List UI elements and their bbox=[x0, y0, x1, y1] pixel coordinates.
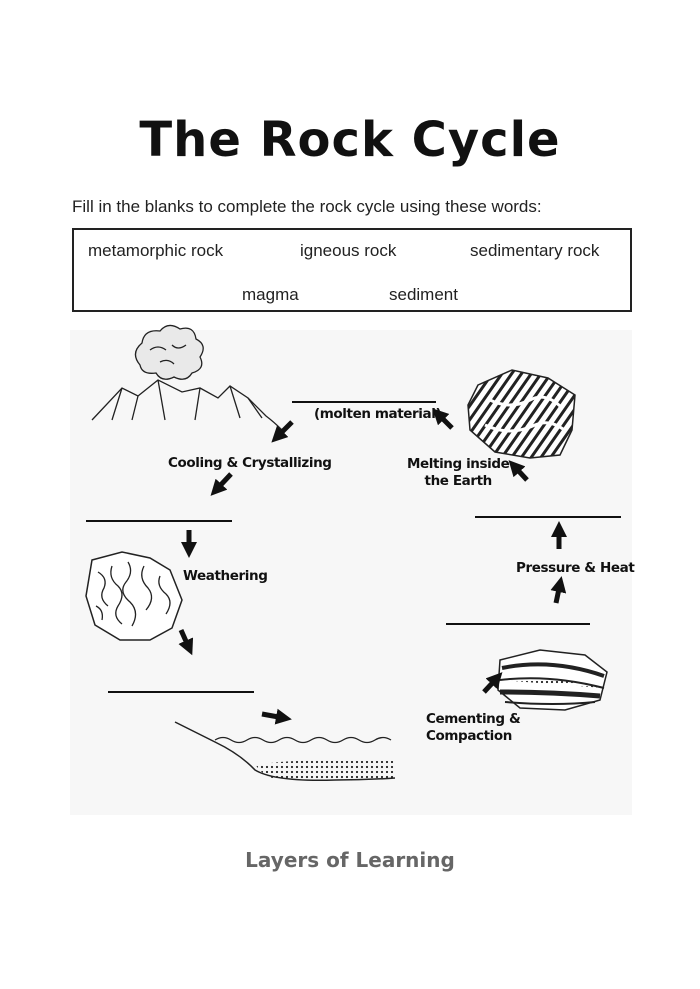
arrow-to-sedimentary-rock bbox=[482, 672, 503, 694]
blank-metamorphic-rock[interactable] bbox=[475, 516, 621, 518]
word-bank: metamorphic rock igneous rock sedimentar… bbox=[72, 228, 632, 312]
word-igneous-rock: igneous rock bbox=[300, 241, 397, 260]
label-melting: Melting inside the Earth bbox=[407, 456, 510, 489]
arrow-to-melting bbox=[508, 460, 529, 482]
volcano-icon bbox=[91, 324, 283, 431]
blank-sediment[interactable] bbox=[108, 691, 254, 693]
label-molten-material: (molten material) bbox=[314, 406, 442, 422]
blank-igneous-rock[interactable] bbox=[86, 520, 232, 522]
arrow-to-sediment bbox=[261, 708, 292, 725]
arrow-volcano-to-cooling bbox=[271, 420, 294, 443]
arrow-pressure-up bbox=[550, 576, 567, 604]
instructions: Fill in the blanks to complete the rock … bbox=[72, 197, 542, 216]
word-magma: magma bbox=[242, 285, 299, 304]
word-sedimentary-rock: sedimentary rock bbox=[470, 241, 600, 260]
word-metamorphic-rock: metamorphic rock bbox=[88, 241, 224, 260]
label-weathering: Weathering bbox=[183, 568, 268, 584]
footer-brand: Layers of Learning bbox=[245, 848, 455, 872]
cycle-arrows bbox=[178, 408, 568, 725]
arrow-cooling-down bbox=[210, 472, 233, 496]
blank-magma[interactable] bbox=[292, 401, 436, 403]
label-cooling-crystallizing: Cooling & Crystallizing bbox=[168, 455, 332, 471]
page-title: The Rock Cycle bbox=[139, 112, 561, 168]
blank-sedimentary-rock[interactable] bbox=[446, 623, 590, 625]
metamorphic-rock-icon bbox=[467, 369, 576, 459]
label-cementing-compaction: Cementing & Compaction bbox=[426, 711, 521, 744]
igneous-rock-icon bbox=[85, 551, 183, 641]
arrow-metamorphic-to-magma bbox=[432, 408, 454, 430]
arrow-weathering-down bbox=[178, 628, 194, 656]
sediment-icon bbox=[174, 721, 396, 782]
label-pressure-heat: Pressure & Heat bbox=[516, 560, 635, 576]
sedimentary-rock-icon bbox=[497, 649, 608, 711]
word-sediment: sediment bbox=[389, 285, 458, 304]
